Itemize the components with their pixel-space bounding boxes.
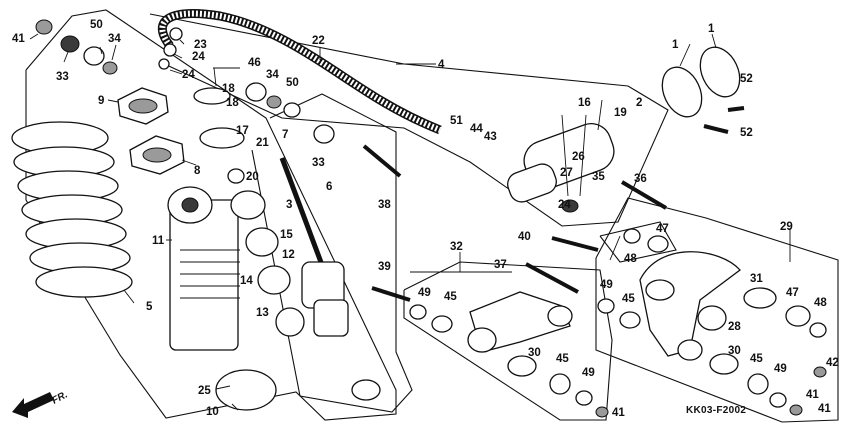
callout-label: 49 (418, 287, 431, 299)
callout-label: 45 (622, 293, 635, 305)
cushion-link (409, 291, 609, 418)
arm-outline (595, 197, 839, 423)
hose-reservoir-outline (149, 13, 669, 227)
callout-label: 38 (378, 199, 391, 211)
reservoir-tank (507, 123, 615, 213)
callout-label: 20 (246, 171, 259, 183)
group-outlines (25, 9, 839, 423)
callout-label: 34 (266, 69, 279, 81)
callout-label: 33 (312, 157, 325, 169)
leader-lines (29, 33, 791, 411)
callout-label: 27 (560, 167, 573, 179)
callout-label: 12 (282, 249, 295, 261)
callout-label: 9 (98, 95, 104, 107)
callout-label: 51 (450, 115, 463, 127)
callout-label: 3 (286, 199, 292, 211)
callout-label: 41 (806, 389, 819, 401)
callout-label: 43 (484, 131, 497, 143)
callout-label: 33 (56, 71, 69, 83)
callout-label: 16 (578, 97, 591, 109)
callout-label: 29 (780, 221, 793, 233)
callout-label: 18 (222, 83, 235, 95)
callout-label: 8 (194, 165, 201, 177)
shock-shaft (193, 87, 381, 411)
callouts: 1 1 2 3 4 5 6 7 8 9 10 11 12 13 14 15 16… (12, 19, 839, 419)
front-arrow-icon (12, 392, 54, 418)
callout-label: 24 (182, 69, 195, 81)
callout-label: 40 (518, 231, 531, 243)
callout-label: 42 (826, 357, 839, 369)
callout-label: 10 (206, 406, 219, 418)
callout-label: 41 (818, 403, 831, 415)
parts (11, 9, 827, 418)
top-bushes (35, 19, 335, 144)
shock-body (167, 186, 240, 351)
callout-label: 45 (750, 353, 763, 365)
callout-label: 30 (528, 347, 541, 359)
callout-label: 15 (280, 229, 293, 241)
callout-label: 11 (152, 235, 165, 247)
callout-label: 44 (470, 123, 483, 135)
callout-label: 41 (612, 407, 625, 419)
callout-label: 21 (256, 137, 269, 149)
callout-label: 35 (592, 171, 605, 183)
reservoir-bands (661, 46, 741, 118)
reservoir-hose (157, 9, 442, 135)
shock-inner-outline (251, 93, 413, 413)
callout-label: 22 (312, 35, 325, 47)
callout-label: 52 (740, 127, 753, 139)
callout-label: 48 (624, 253, 637, 265)
linkage-outline (403, 261, 613, 421)
callout-label: 25 (198, 385, 211, 397)
callout-label: 50 (90, 19, 103, 31)
callout-label: 49 (582, 367, 595, 379)
callout-label: 50 (286, 77, 299, 89)
callout-label: 18 (226, 97, 239, 109)
callout-label: 32 (450, 241, 463, 253)
front-direction-marker: FR. (12, 389, 70, 418)
callout-label: 28 (728, 321, 741, 333)
callout-label: 17 (236, 125, 249, 137)
callout-label: 39 (378, 261, 391, 273)
callout-label: 24 (192, 51, 205, 63)
callout-label: 2 (636, 97, 642, 109)
callout-label: 46 (248, 57, 261, 69)
callout-label: 1 (672, 39, 679, 51)
coil-spring (11, 121, 133, 298)
callout-label: 31 (750, 273, 763, 285)
callout-label: 36 (634, 173, 647, 185)
callout-label: 24 (558, 199, 571, 211)
bolts (362, 106, 745, 302)
callout-label: 48 (814, 297, 827, 309)
callout-label: 49 (774, 363, 787, 375)
callout-label: 49 (600, 279, 613, 291)
callout-label: 34 (108, 33, 121, 45)
callout-label: 37 (494, 259, 507, 271)
callout-label: 30 (728, 345, 741, 357)
callout-label: 52 (740, 73, 753, 85)
callout-label: 1 (708, 23, 715, 35)
callout-label: 45 (556, 353, 569, 365)
adjuster-rings (117, 87, 185, 175)
shock-assembly-outline (25, 9, 397, 421)
cushion-arm (597, 228, 827, 416)
diagram-code: KK03-F2002 (686, 405, 746, 416)
callout-label: 7 (282, 129, 288, 141)
callout-label: 26 (572, 151, 585, 163)
callout-label: 45 (444, 291, 457, 303)
callout-label: 4 (438, 59, 445, 71)
callout-label: 6 (326, 181, 332, 193)
callout-label: 23 (194, 39, 207, 51)
callout-label: 41 (12, 33, 25, 45)
callout-label: 47 (786, 287, 799, 299)
callout-label: 5 (146, 301, 153, 313)
callout-label: 47 (656, 223, 669, 235)
front-direction-label: FR. (50, 389, 69, 406)
callout-label: 14 (240, 275, 253, 287)
callout-label: 13 (256, 307, 269, 319)
bearing-subgroup-outline (599, 221, 677, 263)
callout-label: 19 (614, 107, 627, 119)
